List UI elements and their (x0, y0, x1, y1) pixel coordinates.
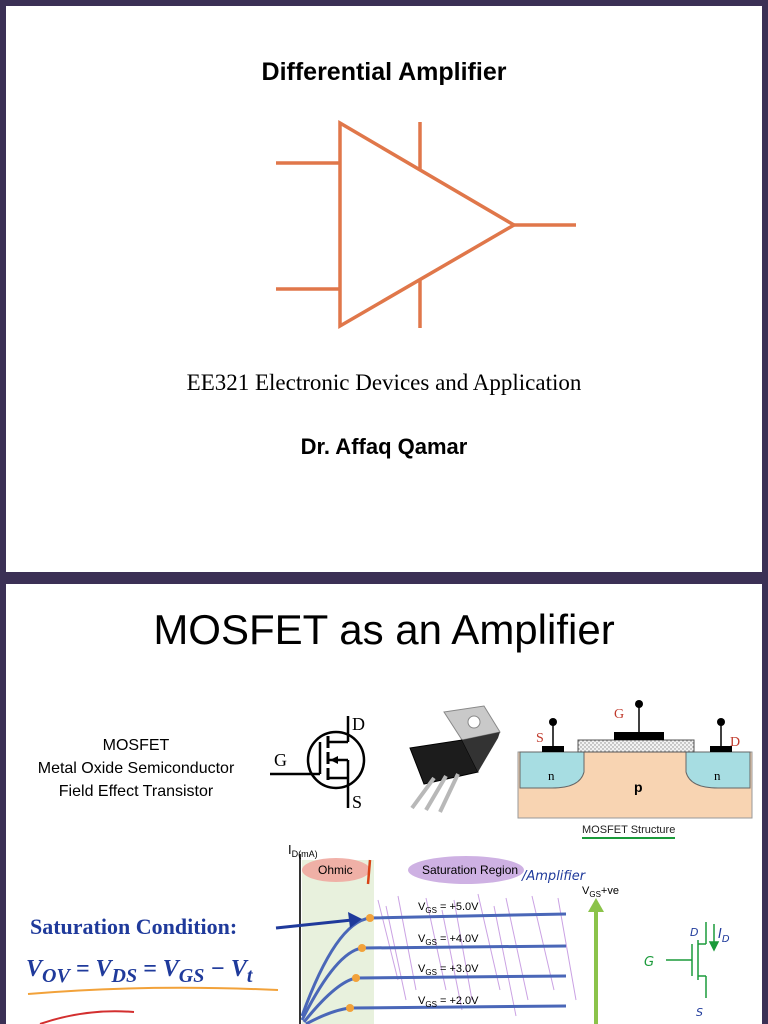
structure-drain-label: D (730, 735, 740, 750)
structure-caption: MOSFET Structure (582, 824, 676, 839)
mosfet-output-characteristics: ID(mA) Ohmic Saturation Region /Amplifie… (27, 842, 730, 1024)
slide1-title: Differential Amplifier (261, 58, 507, 86)
circuit-gate-label: G (644, 955, 654, 970)
symbol-circle (306, 730, 366, 790)
mosfet-structure-diagram: S G D n p n (517, 700, 753, 819)
differential-amplifier-symbol (276, 119, 576, 330)
structure-source-label: S (536, 731, 544, 746)
drain-label: D (352, 714, 365, 734)
slide-mosfet-amplifier: MOSFET as an Amplifier MOSFET Metal Oxid… (6, 584, 762, 1024)
saturation-equation: VOV = VDS = VGS − Vt (26, 956, 253, 987)
curve-label: VGS = +4.0V (418, 933, 479, 947)
saturation-condition-label: Saturation Condition: (30, 914, 238, 939)
n-region-right (685, 751, 751, 789)
source-label: S (352, 792, 362, 812)
amplifier-note: /Amplifier (521, 869, 587, 884)
structure-gate-label: G (614, 707, 624, 722)
vgs-arrow-label: VGS+ve (582, 885, 619, 899)
saturation-highlight (408, 856, 524, 884)
slide2-title: MOSFET as an Amplifier (153, 606, 615, 653)
source-contact (542, 746, 564, 752)
n-left-label: n (548, 768, 555, 783)
ohmic-label: Ohmic (318, 863, 353, 877)
ohmic-highlight (302, 858, 370, 882)
gate-label: G (274, 750, 287, 770)
circuit-drain-label: D (690, 926, 698, 939)
saturation-label: Saturation Region (422, 863, 518, 877)
mosfet-desc-line: Field Effect Transistor (58, 783, 214, 800)
p-label: p (634, 779, 643, 795)
mosfet-circuit-symbol: D G S (270, 714, 366, 812)
mosfet-desc-line: MOSFET (102, 737, 170, 754)
curve-label: VGS = +5.0V (418, 901, 479, 915)
oxide-layer (577, 739, 695, 753)
author-name: Dr. Affaq Qamar (300, 434, 468, 459)
curve-label: VGS = +3.0V (418, 963, 479, 977)
mosfet-package-image (409, 705, 501, 813)
circuit-source-label: S (696, 1006, 703, 1019)
amplifier-triangle (338, 119, 518, 330)
n-region-left (519, 751, 585, 789)
course-name: EE321 Electronic Devices and Application (186, 370, 582, 395)
mosfet-desc-line: Metal Oxide Semiconductor (37, 760, 235, 777)
n-right-label: n (714, 768, 721, 783)
curve-label: VGS = +2.0V (418, 995, 479, 1009)
drain-contact (710, 746, 732, 752)
circuit-current-label: ID (718, 927, 730, 945)
y-axis-label: ID(mA) (288, 842, 318, 859)
mosfet-description: MOSFET Metal Oxide Semiconductor Field E… (12, 734, 260, 803)
slide-differential-amplifier: Differential Amplifier EE321 Electronic … (6, 6, 762, 572)
gate-contact (614, 732, 664, 740)
